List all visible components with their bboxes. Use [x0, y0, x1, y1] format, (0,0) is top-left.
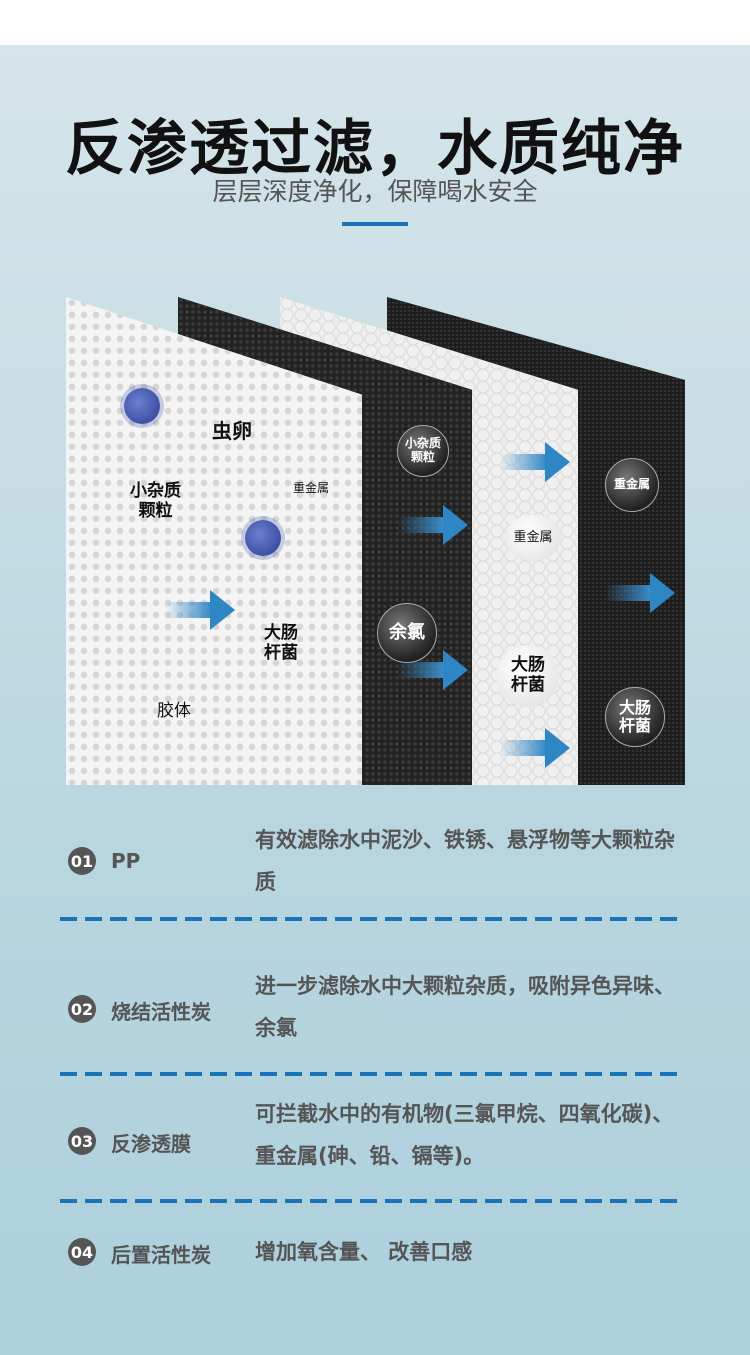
stage-name: 后置活性炭 — [111, 1243, 211, 1267]
stage-description: 增加氧含量、 改善口感 — [255, 1240, 473, 1264]
contaminant-bubble: 大肠 杆菌 — [497, 645, 559, 707]
flow-arrow-icon — [398, 650, 468, 690]
flow-arrow-icon — [165, 590, 235, 630]
stage-number-badge: 03 — [68, 1127, 96, 1155]
contaminant-label: 大肠 杆菌 — [264, 623, 298, 663]
flow-arrow-icon — [398, 505, 468, 545]
flow-arrow-icon — [500, 728, 570, 768]
stage-description: 进一步滤除水中大颗粒杂质，吸附异色异味、余氯 — [255, 974, 675, 1040]
contaminant-label: 胶体 — [157, 701, 191, 721]
contaminant-bubble: 余氯 — [377, 603, 437, 663]
contaminant-label: 重金属 — [293, 481, 330, 495]
contaminant-bubble: 重金属 — [505, 515, 561, 561]
contaminant-bubble: 大肠 杆菌 — [605, 687, 665, 747]
title-underline — [342, 222, 408, 226]
page-subtitle: 层层深度净化，保障喝水安全 — [212, 177, 538, 206]
stage-number-badge: 04 — [68, 1238, 96, 1266]
stage-description: 可拦截水中的有机物(三氯甲烷、四氧化碳)、 重金属(砷、铅、镉等)。 — [255, 1102, 674, 1168]
contaminant-bubble: 重金属 — [605, 458, 659, 512]
divider — [60, 1072, 680, 1076]
contaminant-bubble: 小杂质 颗粒 — [397, 425, 449, 477]
flow-arrow-icon — [500, 442, 570, 482]
stage-name: 烧结活性炭 — [111, 1000, 211, 1024]
page-title: 反渗透过滤，水质纯净 — [65, 114, 685, 184]
stage-name: 反渗透膜 — [111, 1132, 191, 1156]
flow-arrow-icon — [605, 573, 675, 613]
stage-number-badge: 01 — [68, 847, 96, 875]
contaminant-label: 小杂质 颗粒 — [130, 481, 181, 521]
virus-icon — [245, 520, 281, 556]
stage-number-badge: 02 — [68, 995, 96, 1023]
stage-name: PP — [111, 849, 141, 873]
virus-icon — [124, 388, 160, 424]
filter-layer-pp — [66, 297, 362, 785]
divider — [60, 917, 680, 921]
divider — [60, 1199, 680, 1203]
contaminant-label: 虫卵 — [212, 419, 252, 443]
stage-description: 有效滤除水中泥沙、铁锈、悬浮物等大颗粒杂质 — [255, 828, 675, 894]
